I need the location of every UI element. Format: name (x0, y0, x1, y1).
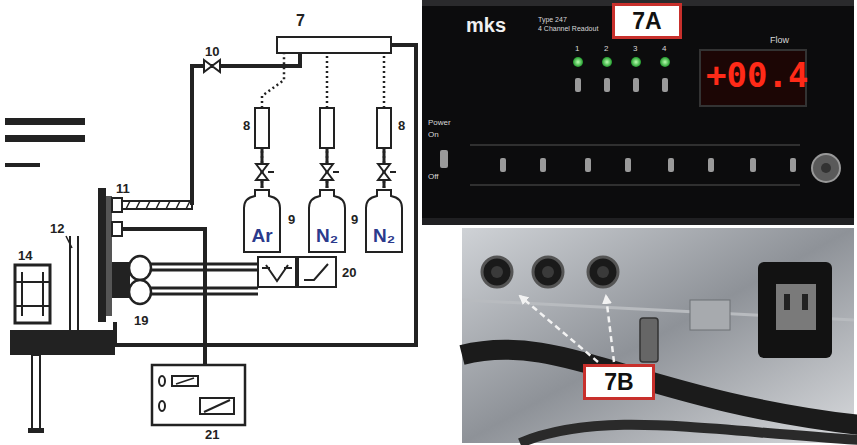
gas-cylinder: N₂ (362, 188, 406, 253)
brand-logo: mks (466, 14, 506, 37)
callout-number: 10 (205, 44, 219, 59)
label-holder: 4 (662, 44, 666, 53)
callout-number: 20 (342, 265, 356, 280)
callout-number: 8 (398, 118, 405, 133)
label-holder: 10 (205, 44, 219, 59)
label-holder: 2 (604, 44, 608, 53)
callout-number: 9 (288, 212, 295, 227)
label-holder: 20 (342, 265, 356, 280)
label-holder: Power (428, 118, 451, 127)
panel-text: Flow (770, 35, 789, 45)
callout-number: 14 (18, 248, 32, 263)
label-holder: Type 247 (538, 16, 567, 24)
callout-number: 9 (351, 212, 358, 227)
label-holder: 19 (134, 313, 148, 328)
photo-label: 7B (583, 364, 655, 400)
label-holder: 9 (351, 212, 358, 227)
panel-text: Off (428, 172, 439, 181)
label-holder: 21 (205, 427, 219, 442)
led-display: +00.4 (706, 56, 808, 95)
label-holder: 9 (288, 212, 295, 227)
callout-number: 19 (134, 313, 148, 328)
label-holder: On (428, 130, 439, 139)
gas-name: N₂ (373, 225, 395, 247)
label-holder: Off (428, 172, 439, 181)
gas-name: Ar (251, 225, 272, 247)
label-holder: 8 (243, 118, 250, 133)
panel-text: Power (428, 118, 451, 127)
label-holder: Flow (770, 35, 789, 45)
label-holder: 1 (575, 44, 579, 53)
gas-cylinder: N₂ (305, 188, 349, 253)
panel-text: Type 247 (538, 16, 567, 24)
gas-name: N₂ (316, 225, 338, 247)
panel-text: On (428, 130, 439, 139)
channel-number: 4 (662, 44, 666, 53)
label-holder: 3 (633, 44, 637, 53)
callout-number: 7 (296, 12, 305, 30)
label-holder: mks (466, 14, 506, 37)
label-holder: 11 (116, 181, 130, 196)
gas-cylinder: Ar (240, 188, 284, 253)
callout-number: 11 (116, 181, 130, 196)
label-holder: 4 Channel Readout (538, 25, 598, 33)
channel-number: 3 (633, 44, 637, 53)
channel-number: 1 (575, 44, 579, 53)
photo-tag: 7A (632, 8, 661, 34)
label-holder: 12 (50, 221, 64, 236)
callout-number: 8 (243, 118, 250, 133)
label-holder: 14 (18, 248, 32, 263)
callout-number: 12 (50, 221, 64, 236)
callout-number: 21 (205, 427, 219, 442)
channel-number: 2 (604, 44, 608, 53)
photo-tag: 7B (604, 369, 633, 395)
photo-label: 7A (612, 3, 682, 39)
label-holder: 8 (398, 118, 405, 133)
controller-box: 7 (276, 36, 392, 54)
panel-text: 4 Channel Readout (538, 25, 598, 33)
label-holder: +00.4 (706, 56, 808, 95)
